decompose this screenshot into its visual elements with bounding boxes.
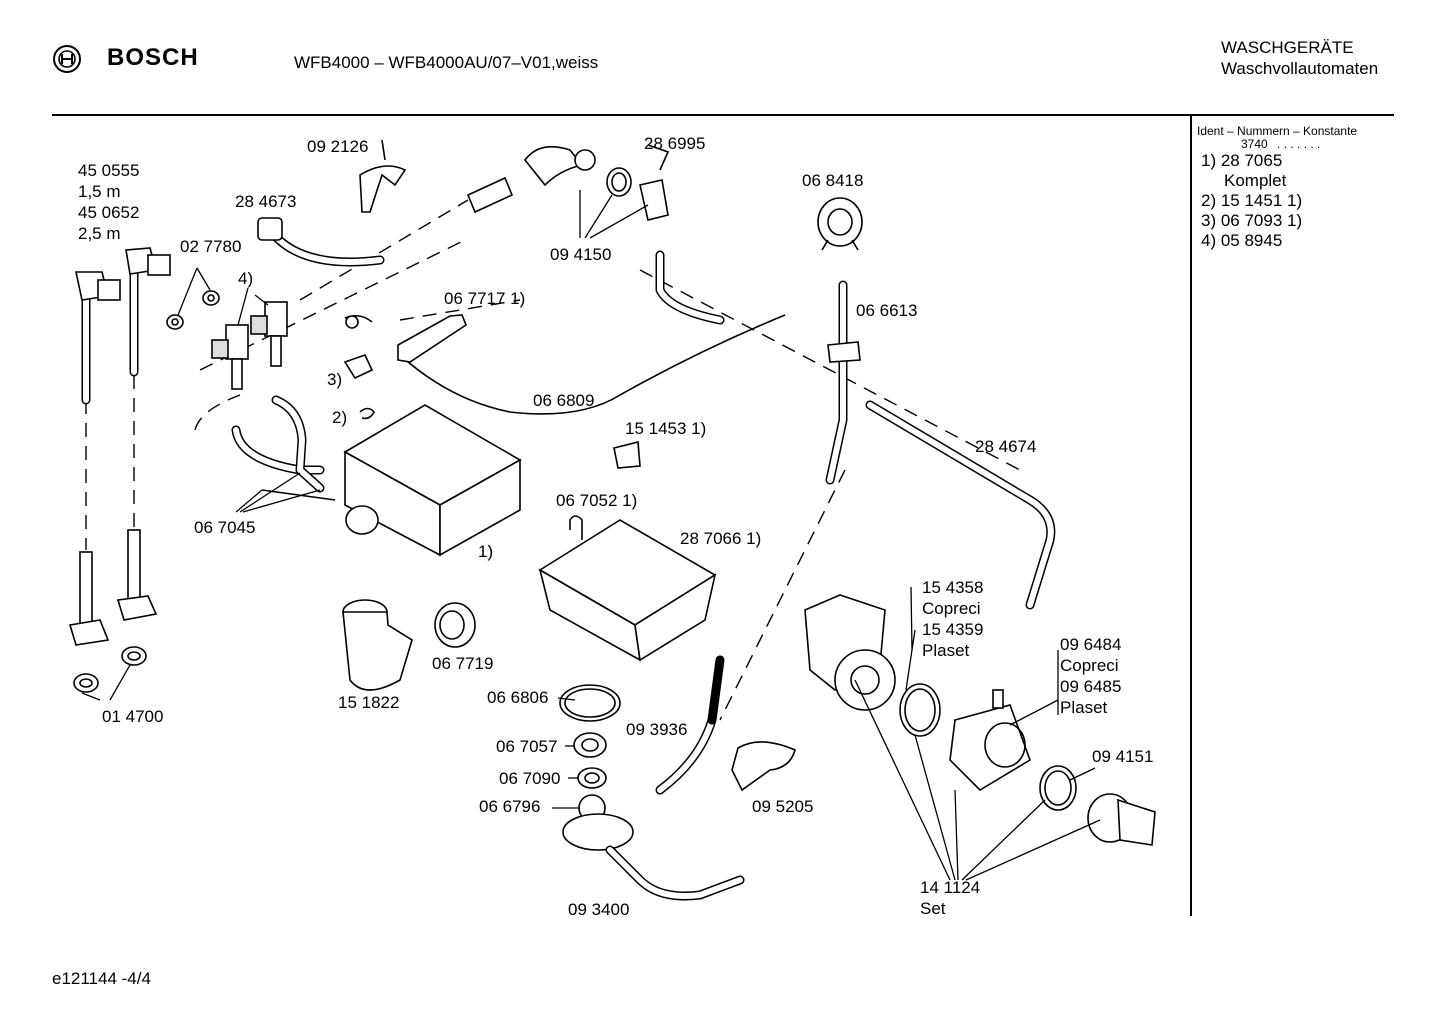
bracket-067717 <box>397 314 467 363</box>
label-284673: 28 4673 <box>235 192 297 211</box>
label-note-3: 3) <box>327 370 343 389</box>
dispenser-housing <box>343 404 522 557</box>
label-067052: 06 7052 1) <box>556 491 638 510</box>
seal-067057 <box>573 732 607 758</box>
ring-067090 <box>577 767 607 789</box>
header-divider <box>52 114 1394 116</box>
label-096485: 09 6485 <box>1060 677 1122 696</box>
label-154359: 15 4359 <box>922 620 984 639</box>
label-096484: 09 6484 <box>1060 635 1122 654</box>
drawer-287066 <box>538 515 717 662</box>
seal-067719 <box>434 602 476 648</box>
label-094150: 09 4150 <box>550 245 612 264</box>
label-094151: 09 4151 <box>1092 747 1154 766</box>
label-154358: 15 4358 <box>922 578 984 597</box>
legend-item: 1) 28 7065 <box>1201 151 1283 170</box>
label-067717: 06 7717 1) <box>444 289 526 308</box>
label-067057: 06 7057 <box>496 737 558 756</box>
drain-hose-284674 <box>655 250 1056 610</box>
label-copreci-1: Copreci <box>922 599 981 618</box>
seal-ring-pump <box>899 683 941 737</box>
category-line-1: WASCHGERÄTE <box>1221 38 1354 57</box>
part-095205 <box>731 741 796 792</box>
label-092126: 09 2126 <box>307 137 369 156</box>
hose-093936 <box>655 655 725 795</box>
pressure-hose-066613 <box>825 280 861 485</box>
bellows-151822 <box>342 599 413 691</box>
label-note-4: 4) <box>238 269 254 288</box>
small-part-3 <box>343 354 374 380</box>
model-title: WFB4000 – WFB4000AU/07–V01,weiss <box>294 53 599 72</box>
elbow-connector <box>466 145 596 214</box>
category-title: WASCHGERÄTE Waschvollautomaten <box>1221 37 1378 79</box>
hose-ends-lower <box>68 529 158 646</box>
label-length-1-5: 1,5 m <box>78 182 121 201</box>
ring-066806 <box>559 684 621 722</box>
bosch-logo-icon <box>53 45 81 73</box>
inlet-hose-short <box>75 271 121 405</box>
legend-title: Ident – Nummern – Konstante <box>1197 124 1358 138</box>
legend-constant-dots: . . . . . . . <box>1277 137 1321 151</box>
legend-item: 3) 06 7093 1) <box>1201 211 1303 230</box>
brand-name: BOSCH <box>107 44 199 71</box>
label-067045: 06 7045 <box>194 518 256 537</box>
hose-set-067045 <box>231 395 336 501</box>
clip-092126 <box>359 139 407 213</box>
inlet-hose-long <box>125 247 171 377</box>
legend-item: Komplet <box>1224 171 1287 190</box>
label-450555: 45 0555 <box>78 161 140 180</box>
label-plaset-1: Plaset <box>922 641 970 660</box>
legend-constant-row: 3740 . . . . . . . <box>1197 138 1357 151</box>
ident-legend: Ident – Nummern – Konstante 3740 . . . .… <box>1197 124 1357 251</box>
label-284674: 28 4674 <box>975 437 1037 456</box>
leader-lines <box>81 190 1101 881</box>
label-note-2: 2) <box>332 408 348 427</box>
label-151453: 15 1453 1) <box>625 419 707 438</box>
label-014700: 01 4700 <box>102 707 164 726</box>
filter-plug <box>1087 793 1156 846</box>
ring-094151 <box>1039 765 1077 811</box>
label-066806: 06 6806 <box>487 688 549 707</box>
label-note-1: 1) <box>478 542 494 561</box>
label-067719: 06 7719 <box>432 654 494 673</box>
label-066613: 06 6613 <box>856 301 918 320</box>
label-066796: 06 6796 <box>479 797 541 816</box>
label-151822: 15 1822 <box>338 693 400 712</box>
label-copreci-2: Copreci <box>1060 656 1119 675</box>
label-093936: 09 3936 <box>626 720 688 739</box>
drawing-code: e121144 -4/4 <box>52 969 151 988</box>
cable-066809 <box>344 314 786 415</box>
small-part-2 <box>359 407 375 420</box>
label-141124: 14 1124 <box>920 878 981 897</box>
drain-pump <box>804 594 896 711</box>
seal-rings-014700 <box>73 646 147 693</box>
legend-divider <box>1190 116 1192 916</box>
label-068418: 06 8418 <box>802 171 864 190</box>
label-095205: 09 5205 <box>752 797 814 816</box>
label-093400: 09 3400 <box>568 900 630 919</box>
washers-027780 <box>166 290 220 330</box>
seal-151453 <box>613 440 641 469</box>
legend-constant: 3740 <box>1241 137 1268 151</box>
pump-housing <box>949 689 1031 792</box>
label-027780: 02 7780 <box>180 237 242 256</box>
label-066809: 06 6809 <box>533 391 595 410</box>
label-set: Set <box>920 899 946 918</box>
label-450652: 45 0652 <box>78 203 140 222</box>
category-line-2: Waschvollautomaten <box>1221 59 1379 78</box>
label-067090: 06 7090 <box>499 769 561 788</box>
sump-093400 <box>562 813 745 901</box>
legend-item: 2) 15 1451 1) <box>1201 191 1303 210</box>
solenoid-valves <box>211 301 288 390</box>
label-286995: 28 6995 <box>644 134 706 153</box>
rings-094150 <box>606 144 670 221</box>
label-287066: 28 7066 1) <box>680 529 762 548</box>
hose-284673 <box>257 217 385 267</box>
label-length-2-5: 2,5 m <box>78 224 121 243</box>
legend-item: 4) 05 8945 <box>1201 231 1283 250</box>
pressure-switch-068418 <box>817 197 863 251</box>
label-plaset-2: Plaset <box>1060 698 1108 717</box>
